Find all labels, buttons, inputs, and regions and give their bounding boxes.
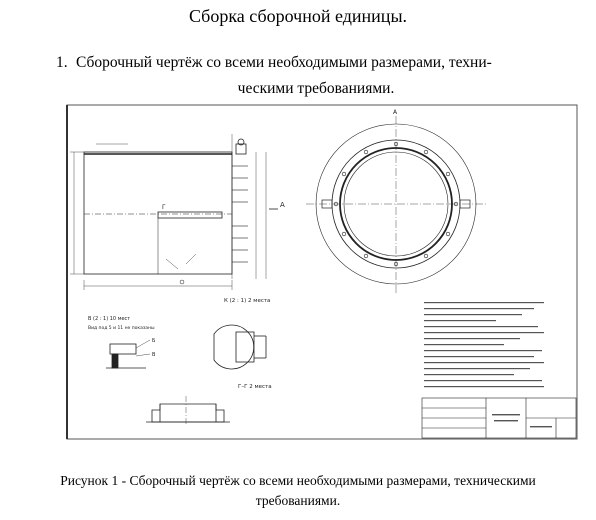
view-k-label: К (2 : 1) 2 места [224,298,270,304]
list-item-text-line2: ческими требованиями. [237,80,395,97]
figure-caption: Рисунок 1 - Сборочный чертёж со всеми не… [20,471,576,511]
section-label-a-right: A [280,201,285,209]
caption-line1: Рисунок 1 - Сборочный чертёж со всеми не… [60,473,536,488]
cylinder-side-view [70,134,267,290]
technical-requirements-block [424,302,544,388]
view-v-label: В (2 : 1) 10 мест [88,316,130,322]
view-v-note: Вид под 5 и 11 не показаны [88,325,155,331]
detail-view-k [213,324,267,370]
flange-top-view [306,116,486,294]
caption-line2: требованиями. [255,493,341,508]
drawing-frame [66,104,578,440]
callout-b: Б [152,338,156,344]
list-number: 1. [56,54,68,71]
assembly-drawing-figure: Г A A К (2 : 1) 2 места [66,104,578,440]
detail-view-v [106,339,151,369]
section-view-gg [146,396,230,426]
section-label-a-top: A [393,109,398,116]
assembly-drawing: Г A A К (2 : 1) 2 места [66,104,578,440]
section-gg-label: Г–Г 2 места [238,384,272,390]
callout-v: В [152,352,156,358]
page-heading: Сборка сборочной единицы. [188,6,408,26]
section-label-g-left: Г [162,204,166,211]
title-block [421,397,577,439]
list-item-text-line1: Сборочный чертёж со всеми необходимыми р… [76,54,492,71]
